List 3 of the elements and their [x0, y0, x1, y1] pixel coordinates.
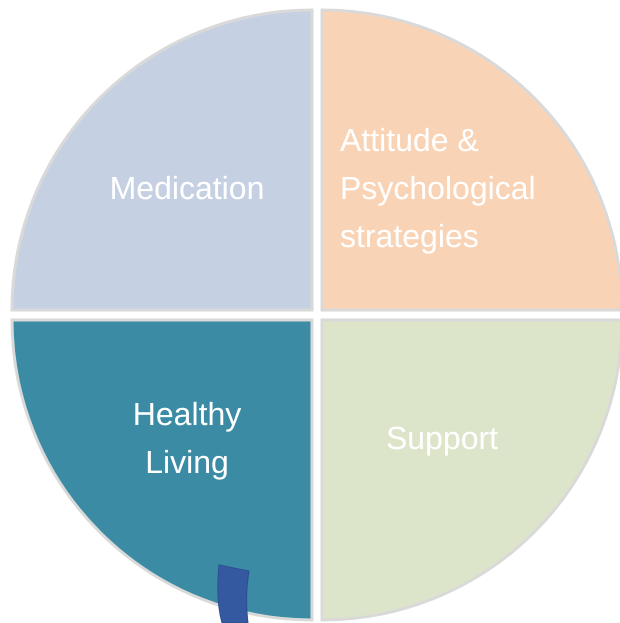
- segment-label: Medication: [108, 169, 266, 208]
- segment-label: Healthy Living: [132, 395, 242, 482]
- segment-label: Attitude & Psychological strategies: [340, 121, 537, 256]
